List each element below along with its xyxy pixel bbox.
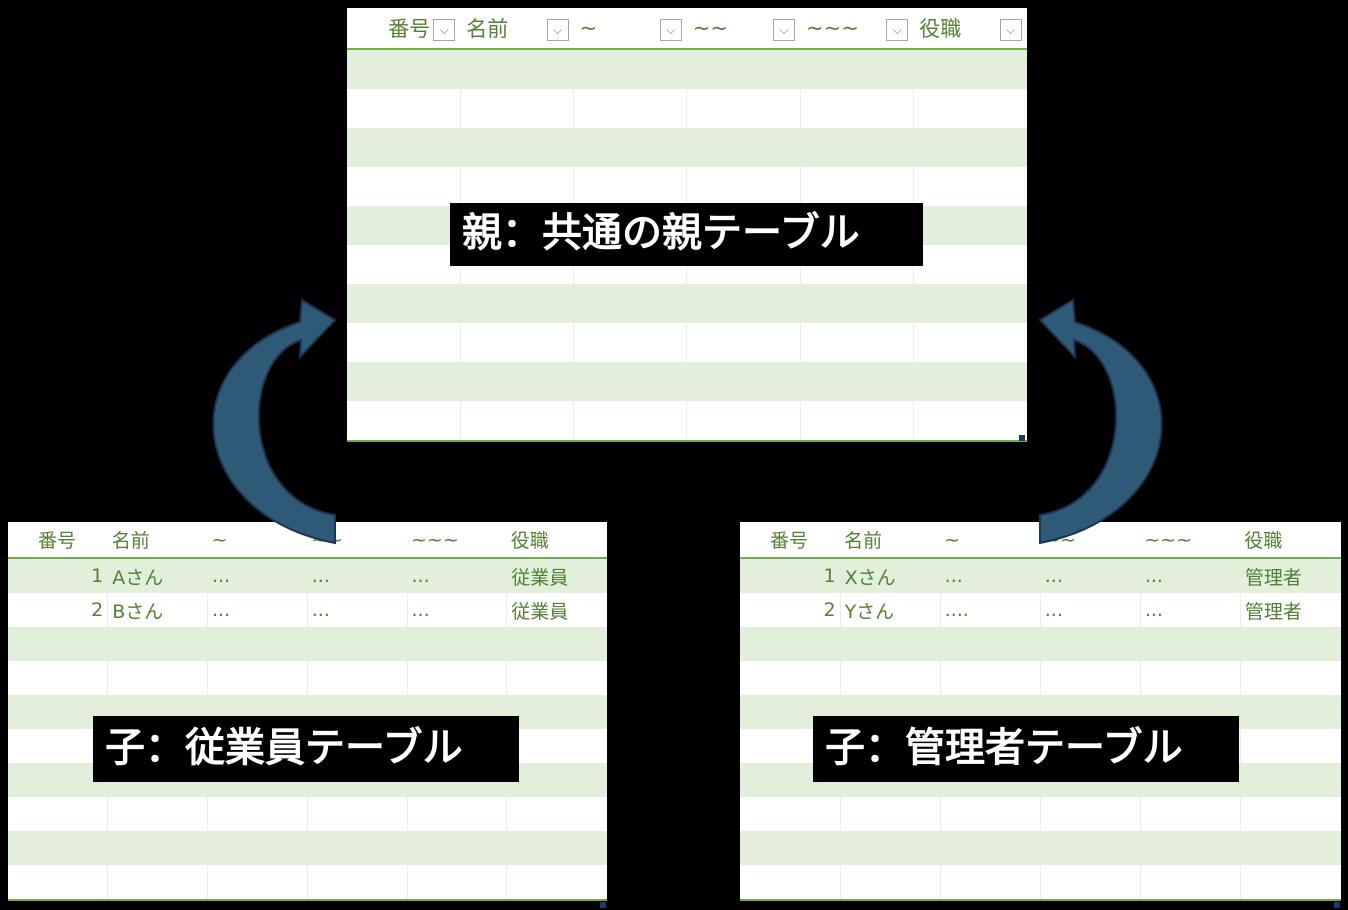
header-role: 役職 xyxy=(506,522,607,559)
table-row xyxy=(8,695,607,729)
header-id: 番号 xyxy=(8,522,108,559)
header-role: 役職 xyxy=(1240,522,1341,559)
chevron-down-icon[interactable]: ⌵ xyxy=(773,19,795,41)
cell-col1: ... xyxy=(207,558,308,593)
table-row xyxy=(740,865,1341,901)
cell-name: Bさん xyxy=(107,593,208,627)
cell-col3: ... xyxy=(1140,558,1241,593)
cell-id: 1 xyxy=(740,558,841,593)
table-row xyxy=(8,627,607,661)
table-row xyxy=(740,661,1341,695)
resize-handle-icon[interactable] xyxy=(600,902,606,908)
cell-col3: ... xyxy=(407,558,508,593)
table-row: 1 Aさん ... ... ... 従業員 xyxy=(8,558,607,593)
chevron-down-icon[interactable]: ⌵ xyxy=(999,19,1022,41)
cell-id: 2 xyxy=(8,593,109,627)
table-row xyxy=(347,167,1027,206)
cell-name: Yさん xyxy=(840,593,941,627)
cell-role: 従業員 xyxy=(511,600,569,623)
header-id: 番号⌵ xyxy=(347,8,461,50)
table-row xyxy=(347,323,1027,362)
table-row xyxy=(740,627,1342,661)
table-row: 1 Xさん ... ... ... 管理者 xyxy=(740,558,1342,593)
cell-role: 管理者 xyxy=(1244,600,1302,623)
table-row xyxy=(740,831,1342,865)
chevron-down-icon[interactable]: ⌵ xyxy=(433,19,456,41)
header-col3: ~~~⌵ xyxy=(800,8,914,50)
cell-col2: ... xyxy=(307,593,408,627)
table-row xyxy=(347,362,1028,401)
cell-id: 2 xyxy=(740,593,841,627)
cell-id: 1 xyxy=(8,558,109,593)
header-col2: ~~⌵ xyxy=(686,8,800,50)
manager-table-label: 子：管理者テーブル xyxy=(813,716,1239,782)
employee-table-label: 子：従業員テーブル xyxy=(93,716,519,782)
cell-col2: ... xyxy=(307,558,408,593)
table-row: 2 Yさん .... ... ... 管理者 xyxy=(740,593,1341,627)
header-role: 役職⌵ xyxy=(913,8,1027,50)
table-row xyxy=(347,49,1028,89)
table-row xyxy=(8,865,607,901)
cell-col2: ... xyxy=(1040,558,1141,593)
table-row xyxy=(347,128,1028,167)
parent-table-label: 親：共通の親テーブル xyxy=(450,203,923,266)
table-row xyxy=(8,661,607,695)
table-row xyxy=(347,401,1027,442)
cell-col1: ... xyxy=(940,558,1041,593)
header-col1: ~ xyxy=(207,522,308,559)
header-col1: ~ xyxy=(940,522,1041,559)
header-name: 名前⌵ xyxy=(460,8,574,50)
header-col3: ~~~ xyxy=(1140,522,1241,559)
header-col3: ~~~ xyxy=(407,522,507,559)
manager-table: 番号 名前 ~ ~~ ~~~ 役職 1 Xさん ... ... ... 管理者 … xyxy=(740,522,1342,901)
header-name: 名前 xyxy=(840,522,941,559)
resize-handle-icon[interactable] xyxy=(1334,902,1340,908)
cell-role: 従業員 xyxy=(506,558,607,593)
resize-handle-icon[interactable] xyxy=(1019,435,1025,441)
cell-role: 管理者 xyxy=(1240,558,1342,593)
header-col1: ~⌵ xyxy=(573,8,687,50)
table-row: 2 Bさん ... ... ... 従業員 xyxy=(8,593,607,627)
table-row xyxy=(8,831,607,865)
cell-col1: .... xyxy=(940,593,1041,627)
table-row xyxy=(347,284,1028,323)
cell-col3: ... xyxy=(1140,593,1241,627)
cell-name: Xさん xyxy=(840,558,941,593)
table-row xyxy=(347,89,1027,128)
chevron-down-icon[interactable]: ⌵ xyxy=(659,19,682,41)
header-id: 番号 xyxy=(740,522,841,559)
left-curved-arrow-icon xyxy=(212,298,337,545)
chevron-down-icon[interactable]: ⌵ xyxy=(546,19,569,41)
right-curved-arrow-icon xyxy=(1038,298,1163,545)
cell-col3: ... xyxy=(407,593,508,627)
cell-col2: ... xyxy=(1040,593,1141,627)
chevron-down-icon[interactable]: ⌵ xyxy=(886,19,909,41)
table-row xyxy=(740,797,1341,831)
cell-col1: ... xyxy=(207,593,308,627)
cell-name: Aさん xyxy=(107,558,208,593)
header-name: 名前 xyxy=(107,522,208,559)
table-row xyxy=(8,797,607,831)
